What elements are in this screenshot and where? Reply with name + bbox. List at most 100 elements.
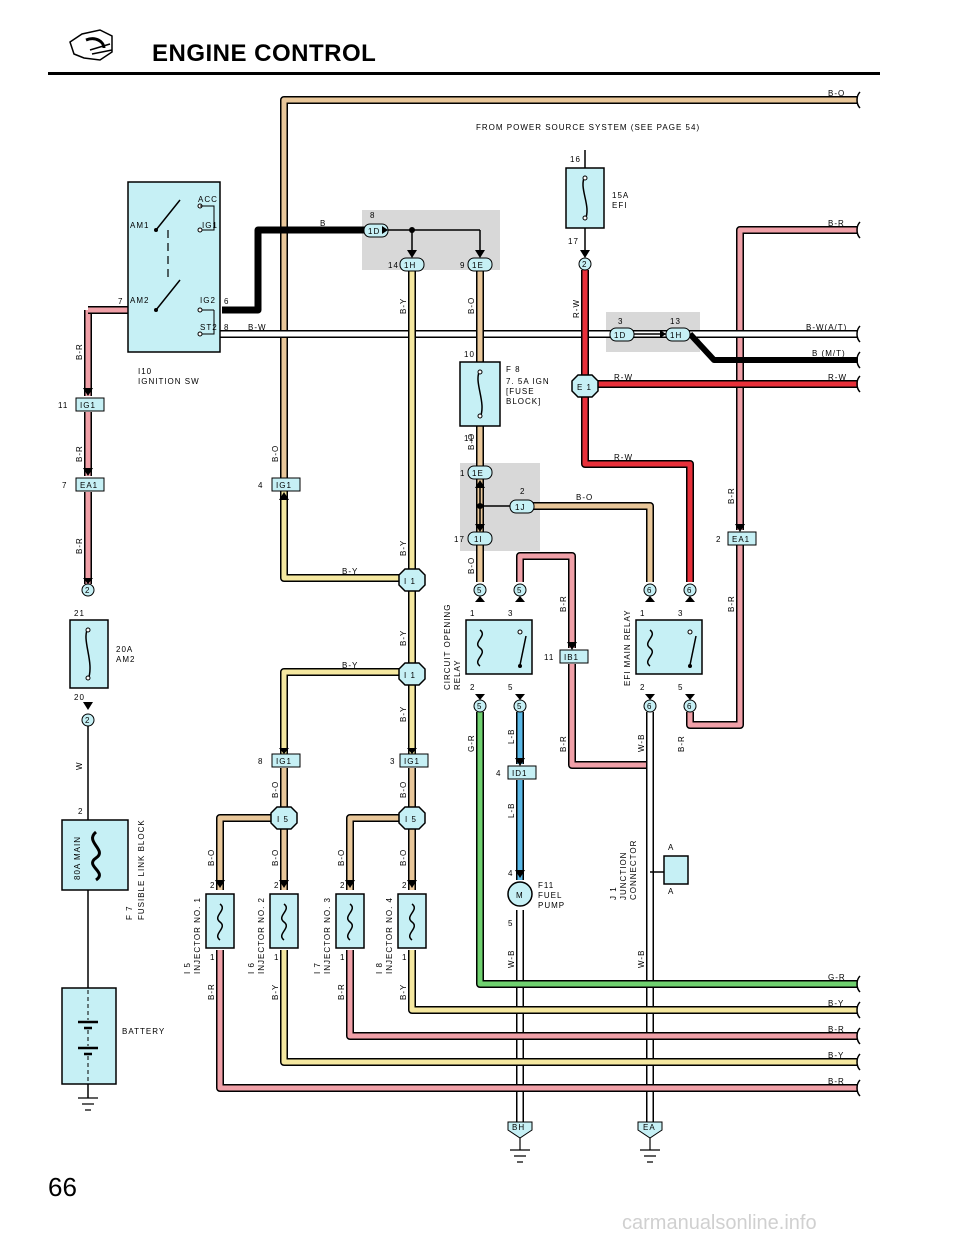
label-text: 3 [678,609,683,618]
label-text: B-R [75,537,84,554]
label-text: W [75,761,84,770]
label-text: 1J [515,503,525,512]
label-text: IG1 [276,757,292,766]
label-text: B-R [337,983,346,1000]
splice-e1: E 1 [571,374,599,398]
label-text: 2 [640,683,645,692]
label-text: A [668,887,674,896]
label-text: B-O [467,297,476,314]
label-text: 6 [687,586,692,595]
label-text: 5 [508,683,513,692]
label-text: B-O [828,89,845,98]
label-text: I 5 [183,962,192,974]
label-text: CONNECTOR [629,840,638,900]
label-text: B-R [828,1077,845,1086]
label-text: 1 [460,469,465,478]
label-text: W-B [637,734,646,752]
label-text: 2 [85,716,90,725]
label-text: 3 [508,609,513,618]
label-text: I 6 [247,962,256,974]
label-text: 1E [472,261,484,270]
label-text: B-O [271,445,280,462]
fusible-link-part: 80A MAIN [73,836,82,880]
fuse-name: BLOCK] [506,397,541,406]
label-text: B-O [467,557,476,574]
label-text: 9 [460,261,465,270]
wire-labels-vertical: B-R B-R B-R W B-O B-Y B-O R-W B-O B-Y B-… [75,297,736,1000]
label-text: R-W [614,453,633,462]
injector-4: 2 1 I 8 INJECTOR NO. 4 [375,881,427,974]
label-text: 5 [678,683,683,692]
label-text: 1I [474,535,483,544]
label-text: 2 [340,881,345,890]
label-text: R-W [572,299,581,318]
term-ig1: IG1 [202,221,218,230]
term-ig2: IG2 [200,296,216,305]
power-source-note: FROM POWER SOURCE SYSTEM (SEE PAGE 54) [476,123,700,132]
label-text: 2 [210,881,215,890]
term-acc: ACC [198,195,218,204]
label-text: EA [643,1123,656,1132]
pin-label: 6 [224,297,229,306]
injector-3: 2 1 I 7 INJECTOR NO. 3 [313,881,365,974]
motor-icon: M [516,891,524,900]
label-text: IB1 [564,653,579,662]
pin-label: 10 [464,350,475,359]
label-text: 3 [390,757,395,766]
component-name: BATTERY [122,1027,165,1036]
connector-ea1-7: EA1 7 [62,477,105,492]
page-title: ENGINE CONTROL [152,40,377,67]
label-text: I 1 [404,577,416,586]
am2-fuse: 20A AM2 21 20 [69,609,134,702]
ground-icon [78,1097,660,1163]
label-text: 1 [274,953,279,962]
pin-label: 11 [464,434,474,443]
label-text: 1 [340,953,345,962]
label-text: B-O [271,781,280,798]
label-text: 7 [62,481,67,490]
fuse-rating: 7. 5A IGN [506,377,550,386]
pin-label: 17 [568,237,579,246]
label-text: 1 [640,609,645,618]
label-text: B-O [576,493,593,502]
label-text: G-R [828,973,846,982]
term-am1: AM1 [130,221,149,230]
label-text: B-R [828,1025,845,1034]
label-text: W-B [507,950,516,968]
splice-i1-b: I 1 [398,662,426,686]
label-text: B-R [559,595,568,612]
label-text: 2 [582,260,587,269]
component-name: EFI MAIN RELAY [623,609,632,686]
label-text: I 5 [405,815,417,824]
label-text: E 1 [577,383,592,392]
label-text: W-B [637,950,646,968]
label-text: EA1 [80,481,98,490]
label-text: B-O [271,849,280,866]
label-text: 8 [370,211,375,220]
label-text: J 1 [609,886,618,900]
efi-main-relay: 1 3 2 5 EFI MAIN RELAY [623,609,703,692]
label-text: 1 [210,953,215,962]
label-text: 2 [402,881,407,890]
label-text: 11 [58,401,68,410]
fuse-rating: 20A [116,645,133,654]
label-text: B-R [727,487,736,504]
header-rule [48,72,880,75]
label-text: 2 [470,683,475,692]
label-text: PUMP [538,901,565,910]
connector-ib1-11: IB1 11 [544,649,589,664]
label-text: 6 [687,702,692,711]
label-text: A [668,843,674,852]
component-name: RELAY [453,659,462,690]
label-text: FUEL [538,891,562,900]
label-text: 1H [670,331,682,340]
circuit-opening-relay: 1 3 2 5 CIRCUIT OPENING RELAY [443,604,533,692]
label-text: 5 [508,919,513,928]
connector-arrows [83,226,745,888]
label-text: B-W [248,323,267,332]
label-text: 4 [508,869,513,878]
car-logo-icon [69,29,113,61]
connector-ig1-3: IG1 3 [390,753,429,768]
label-text: 5 [477,702,482,711]
ground-ea: EA [637,1121,663,1139]
